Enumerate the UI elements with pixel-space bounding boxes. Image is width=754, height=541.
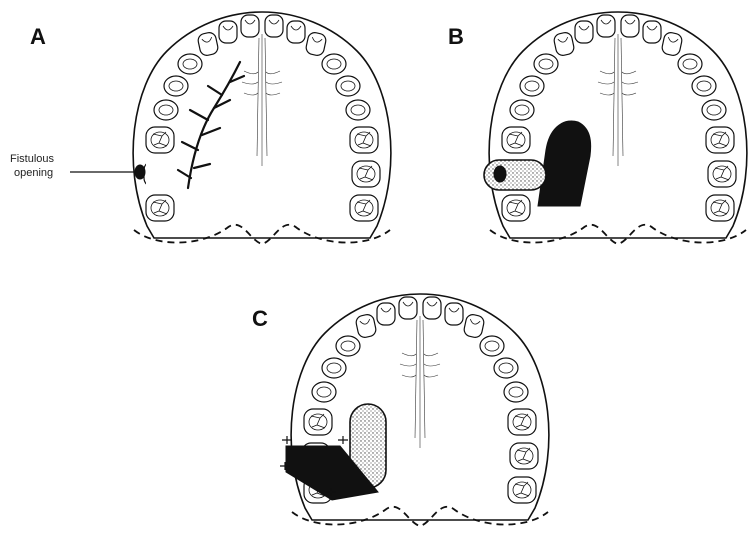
panel-label-b: B [448, 24, 464, 49]
fistula-opening-b [494, 166, 506, 182]
arch-b [489, 12, 747, 244]
panel-c: C [252, 294, 549, 526]
panel-label-a: A [30, 24, 46, 49]
callout-label-line1: Fistulous [10, 153, 55, 165]
extraction-site [146, 160, 176, 190]
panel-a: A Fistulous opening [10, 12, 391, 244]
panel-label-c: C [252, 306, 268, 331]
arch-a [133, 12, 391, 244]
buccal-flap [484, 160, 546, 190]
fistula-opening [135, 165, 145, 179]
callout-label-line2: opening [14, 167, 53, 179]
panel-b: B [448, 12, 747, 244]
